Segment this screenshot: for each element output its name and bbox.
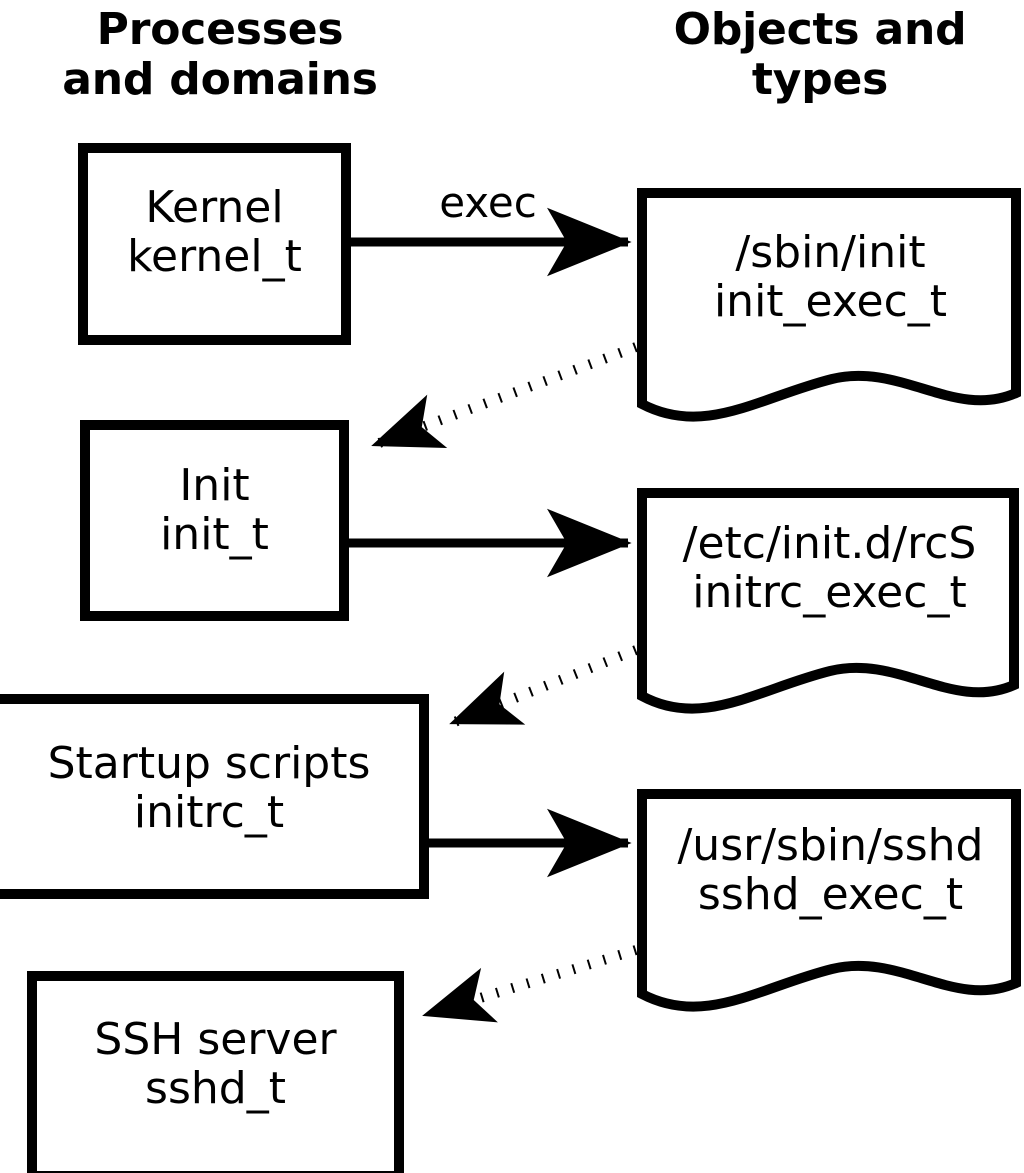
process-node-kernel[interactable] <box>83 148 346 340</box>
object-node-sbin-init[interactable] <box>642 193 1016 418</box>
process-node-init[interactable] <box>85 425 344 616</box>
edge-label-exec: exec <box>439 178 537 227</box>
object-node-usr-sbin-sshd[interactable] <box>642 794 1016 1009</box>
process-node-init-shape <box>80 420 349 621</box>
process-node-startup-scripts[interactable] <box>0 699 424 894</box>
object-node-initrc-exec-shape <box>637 488 1019 714</box>
process-node-initrc-shape <box>0 694 429 899</box>
object-node-etc-initd-rcs[interactable] <box>642 493 1014 711</box>
column-header-objects-and-types: Objects and types <box>673 4 967 106</box>
object-node-init-exec-shape <box>637 188 1021 422</box>
edge-init-exec-to-init <box>371 342 638 450</box>
edge-sshd-exec-to-sshd <box>422 945 638 1023</box>
column-header-processes-and-domains: Processes and domains <box>62 4 378 106</box>
process-node-kernel-shape <box>78 143 351 345</box>
object-node-sshd-exec-shape <box>637 789 1021 1012</box>
process-node-ssh-server[interactable] <box>32 976 399 1173</box>
edge-initrc-exec-to-initrc <box>449 645 638 728</box>
process-node-sshd-shape <box>27 971 404 1173</box>
